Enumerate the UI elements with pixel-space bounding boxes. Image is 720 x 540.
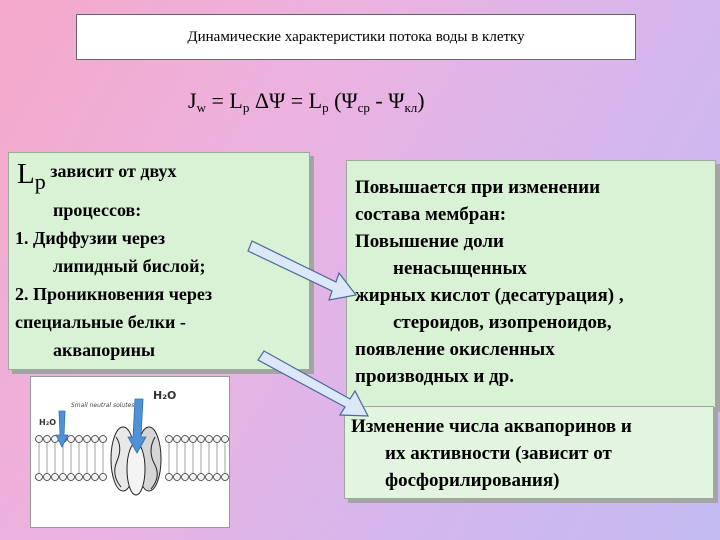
formula-eq1: = L: [205, 88, 243, 113]
formula-j-sub: w: [196, 100, 206, 115]
formula-sub-sr: ср: [357, 100, 370, 115]
left-line-2: процессов:: [53, 200, 142, 220]
bottom-line-3: фосфорилирования): [385, 470, 560, 491]
formula-paren: (Ψ: [328, 88, 358, 113]
right-line-2: состава мембран:: [355, 204, 507, 225]
right-line-8: производных и др.: [355, 366, 514, 387]
formula-delta: ΔΨ: [249, 88, 286, 113]
left-line-4: липидный бислой;: [53, 256, 206, 276]
formula-sub-kl: кл: [404, 100, 418, 115]
lp-symbol: L: [17, 158, 35, 190]
aquaporin-box: Изменение числа аквапоринов и их активно…: [344, 406, 714, 499]
left-line-7: аквапорины: [53, 340, 156, 360]
lp-dependency-box: Lp зависит от двух процессов: 1. Диффузи…: [8, 152, 310, 370]
formula-eq2: = L: [285, 88, 323, 113]
h2o-label-large: H₂O: [153, 389, 176, 402]
formula-lp-sub1: p: [242, 100, 250, 115]
left-line-6: специальные белки -: [15, 312, 186, 332]
right-line-6: стероидов, изопреноидов,: [393, 312, 612, 333]
bottom-line-2: их активности (зависит от: [385, 443, 612, 464]
right-line-3: Повышение доли: [355, 231, 504, 252]
bottom-line-1: Изменение числа аквапоринов и: [351, 416, 632, 437]
aquaporin-illustration: H₂O H₂O Small neutral solutes: [30, 376, 230, 528]
formula: Jw = Lp ΔΨ = Lp (Ψср - Ψкл): [188, 88, 588, 118]
left-line-3: 1. Диффузии через: [15, 228, 166, 248]
lp-symbol-sub: p: [34, 169, 46, 194]
solutes-caption: Small neutral solutes: [71, 402, 134, 409]
title-box: Динамические характеристики потока воды …: [76, 14, 636, 60]
formula-close: ): [417, 88, 425, 113]
right-line-5: жирных кислот (десатурация) ,: [355, 285, 624, 306]
left-line-1: зависит от двух: [45, 161, 177, 181]
arrow-to-aquaporin-box: [257, 350, 370, 417]
right-line-1: Повышается при изменении: [355, 177, 601, 198]
h2o-label-small: H₂O: [39, 418, 56, 427]
membrane-composition-box: Повышается при изменении состава мембран…: [346, 160, 716, 408]
lp-heading: Lp зависит от двух: [17, 158, 177, 195]
right-line-7: появление окисленных: [355, 339, 555, 360]
left-line-5: 2. Проникновения через: [15, 284, 213, 304]
formula-lp-sub2: p: [322, 100, 329, 115]
slide-title: Динамические характеристики потока воды …: [187, 28, 525, 45]
right-line-4: ненасыщенных: [393, 258, 527, 279]
formula-j: J: [188, 88, 197, 113]
formula-minus: - Ψ: [369, 88, 405, 113]
arrow-to-membrane-box: [247, 240, 358, 301]
membrane-diagram: H₂O H₂O Small neutral solutes: [35, 389, 229, 496]
